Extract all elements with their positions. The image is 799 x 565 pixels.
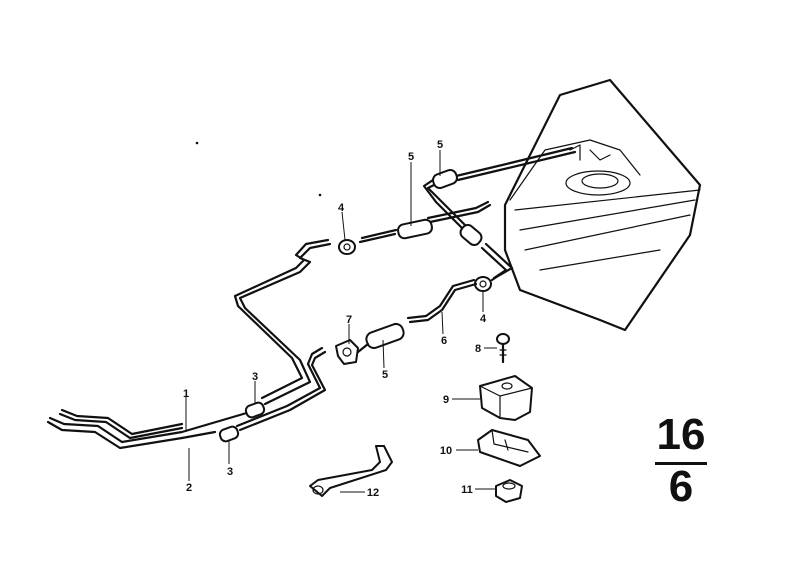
hose-5-elbow — [459, 224, 483, 246]
lever-12 — [309, 445, 393, 497]
grommet-4-lower — [474, 276, 492, 292]
callout-3-upper: 3 — [252, 371, 258, 383]
leader-lines — [185, 150, 497, 493]
group-number: 16 — [656, 410, 706, 459]
callouts: 1 2 3 3 4 4 5 5 5 6 7 8 9 10 11 12 — [183, 139, 487, 499]
callout-10: 10 — [440, 445, 452, 457]
group-divider — [655, 462, 707, 465]
hose-3-lower — [218, 425, 240, 443]
holder-9 — [479, 375, 533, 421]
clip-7 — [335, 339, 370, 365]
callout-2: 2 — [186, 482, 192, 494]
callout-3-lower: 3 — [227, 466, 233, 478]
grommet-11 — [495, 479, 523, 503]
callout-5-upper-left: 5 — [408, 151, 414, 163]
hose-3-upper — [244, 401, 266, 419]
callout-4-upper: 4 — [338, 202, 345, 214]
grommet-4-upper — [338, 239, 356, 255]
hose-5-upper-right — [432, 169, 458, 189]
callout-1: 1 — [183, 388, 189, 400]
screw-8 — [496, 333, 510, 364]
speck — [318, 193, 322, 197]
speck — [195, 141, 199, 145]
callout-5-lower: 5 — [382, 369, 388, 381]
callout-11: 11 — [461, 484, 473, 496]
subgroup-number: 6 — [668, 462, 694, 511]
upper-line-section — [358, 146, 577, 282]
callout-5-upper-right: 5 — [437, 139, 443, 151]
callout-6: 6 — [441, 335, 447, 347]
callout-8: 8 — [475, 343, 481, 355]
callout-9: 9 — [443, 394, 449, 406]
callout-12: 12 — [367, 487, 379, 499]
bracket-10 — [477, 429, 541, 467]
fuel-line-1 — [46, 238, 332, 450]
fuel-line-2 — [58, 346, 327, 440]
callout-4-lower: 4 — [480, 313, 487, 325]
fuel-line-6 — [406, 278, 478, 324]
callout-7: 7 — [346, 314, 352, 326]
hose-5-upper-left — [397, 218, 433, 240]
hose-5-lower — [365, 322, 405, 350]
fuel-tank — [503, 78, 702, 332]
